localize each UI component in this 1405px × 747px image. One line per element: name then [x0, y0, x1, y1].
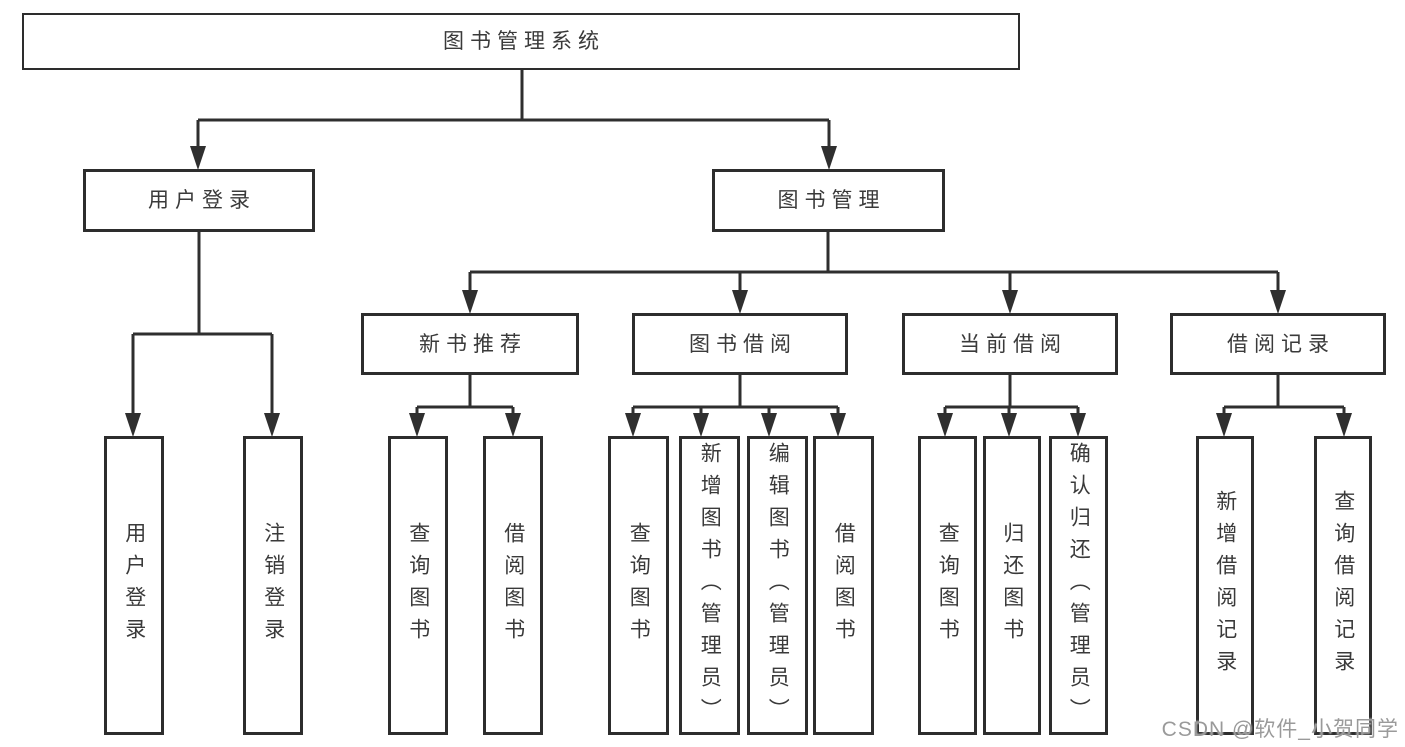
- node-root-label: 图书管理系统: [443, 30, 605, 53]
- node-current-borrowing: 当前借阅: [902, 313, 1118, 375]
- node-new-book-recommendation-label: 新书推荐: [419, 332, 527, 356]
- node-borrowing-records-label: 借阅记录: [1227, 332, 1335, 356]
- csdn-watermark: CSDN @软件_小贺同学: [1161, 718, 1399, 741]
- node-leaf-cb-confirm-return-admin-label: 确认归还（管理员）: [1067, 441, 1091, 730]
- node-book-management: 图书管理: [712, 169, 945, 232]
- node-leaf-bb-edit-books-admin: 编辑图书（管理员）: [747, 436, 808, 735]
- node-leaf-bb-query-books: 查询图书: [608, 436, 669, 735]
- node-leaf-nb-borrow-books-label: 借阅图书: [501, 521, 525, 650]
- node-book-borrowing-label: 图书借阅: [689, 332, 797, 356]
- node-leaf-br-add-record-label: 新增借阅记录: [1213, 489, 1237, 682]
- node-leaf-br-query-record: 查询借阅记录: [1314, 436, 1372, 735]
- node-root: 图书管理系统: [22, 13, 1020, 70]
- node-leaf-logout: 注销登录: [243, 436, 303, 735]
- node-book-borrowing: 图书借阅: [632, 313, 848, 375]
- node-borrowing-records: 借阅记录: [1170, 313, 1386, 375]
- node-leaf-bb-borrow-books-label: 借阅图书: [832, 521, 856, 650]
- node-leaf-br-add-record: 新增借阅记录: [1196, 436, 1254, 735]
- node-leaf-bb-add-books-admin: 新增图书（管理员）: [679, 436, 740, 735]
- node-user-login: 用户登录: [83, 169, 315, 232]
- node-leaf-bb-edit-books-admin-label: 编辑图书（管理员）: [766, 441, 790, 730]
- node-new-book-recommendation: 新书推荐: [361, 313, 579, 375]
- node-leaf-br-query-record-label: 查询借阅记录: [1331, 489, 1355, 682]
- node-leaf-cb-query-books: 查询图书: [918, 436, 977, 735]
- node-leaf-cb-return-books-label: 归还图书: [1000, 521, 1024, 650]
- node-leaf-bb-borrow-books: 借阅图书: [813, 436, 874, 735]
- node-leaf-cb-confirm-return-admin: 确认归还（管理员）: [1049, 436, 1108, 735]
- node-leaf-cb-query-books-label: 查询图书: [936, 521, 960, 650]
- node-leaf-user-login-label: 用户登录: [122, 521, 146, 650]
- node-current-borrowing-label: 当前借阅: [959, 332, 1067, 356]
- node-leaf-nb-query-books: 查询图书: [388, 436, 448, 735]
- node-leaf-cb-return-books: 归还图书: [983, 436, 1041, 735]
- node-book-management-label: 图书管理: [777, 189, 886, 212]
- node-leaf-logout-label: 注销登录: [261, 521, 285, 650]
- node-leaf-bb-query-books-label: 查询图书: [627, 521, 651, 650]
- node-leaf-user-login: 用户登录: [104, 436, 164, 735]
- node-user-login-label: 用户登录: [148, 189, 256, 212]
- node-leaf-nb-borrow-books: 借阅图书: [483, 436, 543, 735]
- node-leaf-nb-query-books-label: 查询图书: [406, 521, 430, 650]
- node-leaf-bb-add-books-admin-label: 新增图书（管理员）: [698, 441, 722, 730]
